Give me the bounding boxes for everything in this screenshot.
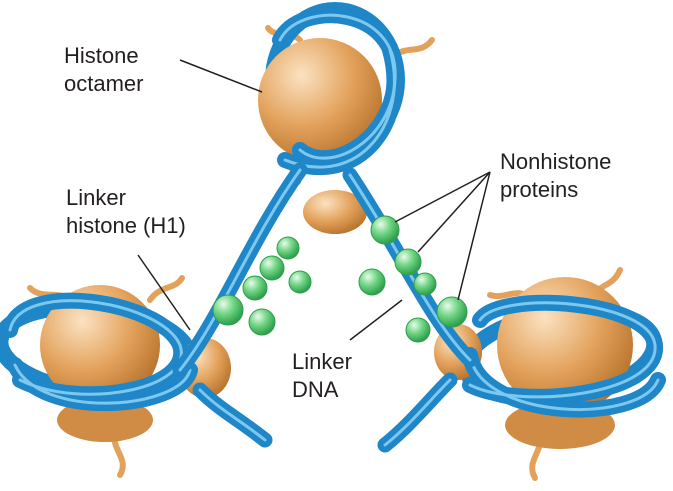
label-nonhistone-proteins-line1: Nonhistone — [500, 149, 612, 174]
label-linker-histone: Linker histone (H1) — [66, 184, 186, 240]
nonhistone-protein — [358, 268, 386, 296]
label-nonhistone-proteins: Nonhistone proteins — [500, 148, 611, 204]
label-linker-dna-line2: DNA — [292, 377, 339, 402]
nonhistone-protein — [259, 255, 285, 281]
linker-histone-h1 — [303, 190, 367, 234]
label-histone-octamer: Histone octamer — [64, 42, 143, 98]
nonhistone-protein — [276, 236, 300, 260]
label-histone-octamer-line1: Histone — [64, 43, 139, 68]
histone-tail — [147, 275, 185, 303]
nonhistone-protein — [413, 272, 437, 296]
histone-octamer-top — [258, 38, 382, 162]
label-linker-dna-line1: Linker — [292, 349, 352, 374]
leader-line-nonhistone-1 — [394, 171, 491, 223]
nonhistone-protein — [248, 308, 276, 336]
nonhistone-protein — [436, 296, 468, 328]
leader-line-linker-histone — [137, 254, 191, 331]
nonhistone-protein — [242, 275, 268, 301]
nonhistone-protein — [405, 317, 431, 343]
nonhistone-protein — [370, 215, 400, 245]
nonhistone-protein — [394, 248, 422, 276]
leader-line-nonhistone-2 — [417, 171, 491, 253]
label-nonhistone-proteins-line2: proteins — [500, 177, 579, 202]
label-histone-octamer-line2: octamer — [64, 71, 144, 96]
leader-lines — [137, 59, 491, 341]
leader-line-histone-octamer — [179, 59, 263, 93]
label-linker-histone-line2: histone (H1) — [66, 213, 186, 238]
leader-line-nonhistone-3 — [457, 171, 491, 301]
linker-dna-strands — [172, 162, 478, 453]
dna-front-wraps — [2, 7, 666, 418]
nonhistone-protein — [212, 294, 244, 326]
nonhistone-proteins — [212, 215, 468, 343]
nonhistone-protein — [288, 270, 312, 294]
leader-line-linker-dna — [349, 299, 403, 341]
histone-octamers — [40, 38, 633, 449]
label-linker-dna: Linker DNA — [292, 348, 352, 404]
label-linker-histone-line1: Linker — [66, 185, 126, 210]
